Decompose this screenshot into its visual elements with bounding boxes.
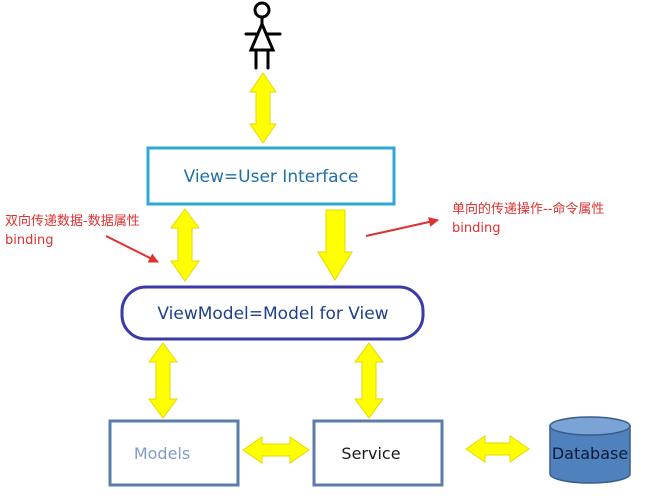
arrow-view-viewmodel-one-way: [317, 209, 353, 281]
database-cylinder-icon: Database: [549, 416, 631, 484]
stick-figure-user-icon: [244, 1, 282, 70]
view-label: View=User Interface: [184, 167, 359, 187]
arrow-view-viewmodel-two-way: [170, 208, 200, 282]
service-box: Service: [312, 419, 444, 487]
service-label: Service: [341, 444, 400, 463]
viewmodel-label: ViewModel=Model for View: [157, 304, 388, 324]
models-box: Models: [108, 419, 240, 487]
arrow-viewmodel-service: [354, 342, 384, 419]
two-way-binding-note: 双向传递数据-数据属性 binding: [5, 214, 140, 248]
arrow-user-view: [249, 72, 277, 144]
arrow-models-service: [242, 436, 310, 464]
models-label: Models: [134, 444, 190, 463]
database-label: Database: [552, 444, 628, 463]
view-box: View=User Interface: [146, 146, 396, 206]
arrow-service-database: [465, 435, 530, 463]
one-way-binding-note: 单向的传递操作--命令属性 binding: [452, 202, 605, 236]
arrow-viewmodel-models: [148, 342, 178, 419]
annotation-pointer-right: [365, 217, 439, 237]
viewmodel-box: ViewModel=Model for View: [120, 285, 425, 341]
annotation-pointer-left: [105, 235, 159, 263]
